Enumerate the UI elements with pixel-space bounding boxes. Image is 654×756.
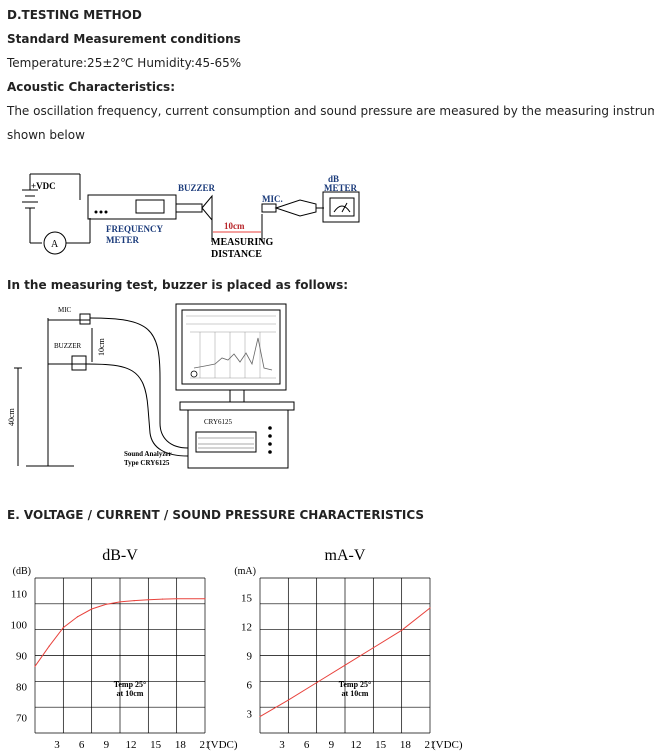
device-label: CRY6125: [204, 418, 233, 426]
y-tick-label: 90: [16, 651, 28, 663]
data-point: [204, 598, 206, 600]
y-tick-label: 3: [247, 709, 253, 721]
placement-buzzer-label: BUZZER: [54, 342, 82, 350]
x-tick-label: 21: [200, 739, 211, 751]
chart-title: mA-V: [325, 547, 366, 564]
x-tick-label: 12: [126, 739, 137, 751]
chart-title: dB-V: [102, 547, 138, 564]
chart-0: dB-V (dB) 110 100 90 80 70 3 6 9 12 15 18 21(VDC) Temp…: [11, 547, 238, 751]
ammeter-label: A: [51, 239, 59, 250]
x-tick-label: 9: [104, 739, 110, 751]
data-point: [34, 665, 36, 667]
distance-10cm-label: 10cm: [97, 337, 106, 356]
placement-diagram: MIC BUZZER 10cm 40cm CRY6125 Sound Analy…: [7, 303, 295, 469]
vdc-label: +VDC: [31, 181, 56, 191]
x-tick-label: 18: [400, 739, 412, 751]
series-line: [34, 598, 205, 667]
distance-40cm-label: 40cm: [7, 407, 16, 426]
x-tick-label: 3: [54, 739, 60, 751]
y-tick-label: 6: [247, 680, 253, 692]
data-point: [76, 616, 79, 618]
x-tick-label: 15: [375, 739, 387, 751]
data-point: [62, 627, 64, 629]
data-point: [105, 603, 107, 605]
y-tick-label: 70: [16, 713, 28, 725]
db-label: dB: [328, 174, 339, 184]
placement-heading: In the measuring test, buzzer is placed …: [7, 278, 349, 292]
section-e-heading: E. VOLTAGE / CURRENT / SOUND PRESSURE CH…: [7, 508, 425, 522]
measurement-setup-diagram: +VDC A FREQUENCY METER BUZZER MIC. dB ME…: [22, 173, 360, 260]
data-point: [372, 647, 374, 649]
chart-1: mA-V (mA) 15 12 9 6 3 3 6 9 12 15 18 21(VDC) Temp 25°a…: [234, 547, 463, 751]
frequency-meter-label2: METER: [106, 235, 140, 245]
y-tick-label: 80: [16, 682, 28, 694]
analyzer-label2: Type CRY6125: [124, 459, 170, 467]
buzzer-label: BUZZER: [178, 183, 216, 193]
section-d-heading: D.TESTING METHOD: [7, 8, 142, 22]
placement-mic-label: MIC: [58, 306, 72, 314]
data-point: [401, 629, 403, 631]
y-axis-label: (dB): [13, 566, 31, 577]
x-axis-label: (VDC): [207, 739, 238, 751]
x-tick-label: 6: [304, 739, 310, 751]
acoustic-heading: Acoustic Characteristics:: [7, 80, 175, 94]
acoustic-text-line1: The oscillation frequency, current consu…: [7, 104, 654, 118]
y-tick-label: 15: [241, 592, 253, 604]
annotation-temp: Temp 25°: [114, 680, 146, 689]
data-point: [176, 598, 178, 600]
x-tick-label: 12: [351, 739, 362, 751]
x-tick-label: 18: [175, 739, 187, 751]
conditions-text: Temperature:25±2℃ Humidity:45-65%: [7, 56, 242, 70]
acoustic-text-line2: shown below: [7, 128, 85, 142]
data-point: [161, 598, 164, 600]
annotation-temp: Temp 25°: [339, 680, 371, 689]
mic-label: MIC.: [262, 194, 283, 204]
data-point: [91, 608, 93, 610]
data-point: [429, 607, 431, 609]
x-tick-label: 6: [79, 739, 85, 751]
data-point: [344, 664, 346, 666]
x-axis-label: (VDC): [432, 739, 463, 751]
data-point: [48, 645, 50, 647]
analyzer-label1: Sound Analyzer: [124, 450, 172, 458]
y-tick-label: 12: [241, 621, 252, 633]
data-point: [133, 600, 135, 602]
y-tick-label: 100: [11, 620, 28, 632]
meter-label: METER: [324, 183, 358, 193]
data-point: [287, 699, 289, 701]
data-point: [316, 682, 318, 684]
data-point: [147, 599, 149, 601]
frequency-meter-label1: FREQUENCY: [106, 224, 164, 234]
y-axis-label: (mA): [234, 566, 256, 577]
distance-value: 10cm: [224, 221, 245, 231]
measuring-label1: MEASURING: [211, 237, 273, 248]
x-tick-label: 21: [425, 739, 436, 751]
annotation-distance: at 10cm: [117, 689, 144, 698]
measuring-label2: DISTANCE: [211, 249, 262, 260]
x-tick-label: 9: [329, 739, 335, 751]
y-tick-label: 110: [11, 589, 28, 601]
y-tick-label: 9: [247, 651, 253, 663]
x-tick-label: 15: [150, 739, 162, 751]
x-tick-label: 3: [279, 739, 285, 751]
data-point: [119, 601, 121, 603]
annotation-distance: at 10cm: [342, 689, 369, 698]
data-point: [259, 715, 261, 718]
conditions-heading: Standard Measurement conditions: [7, 32, 241, 46]
